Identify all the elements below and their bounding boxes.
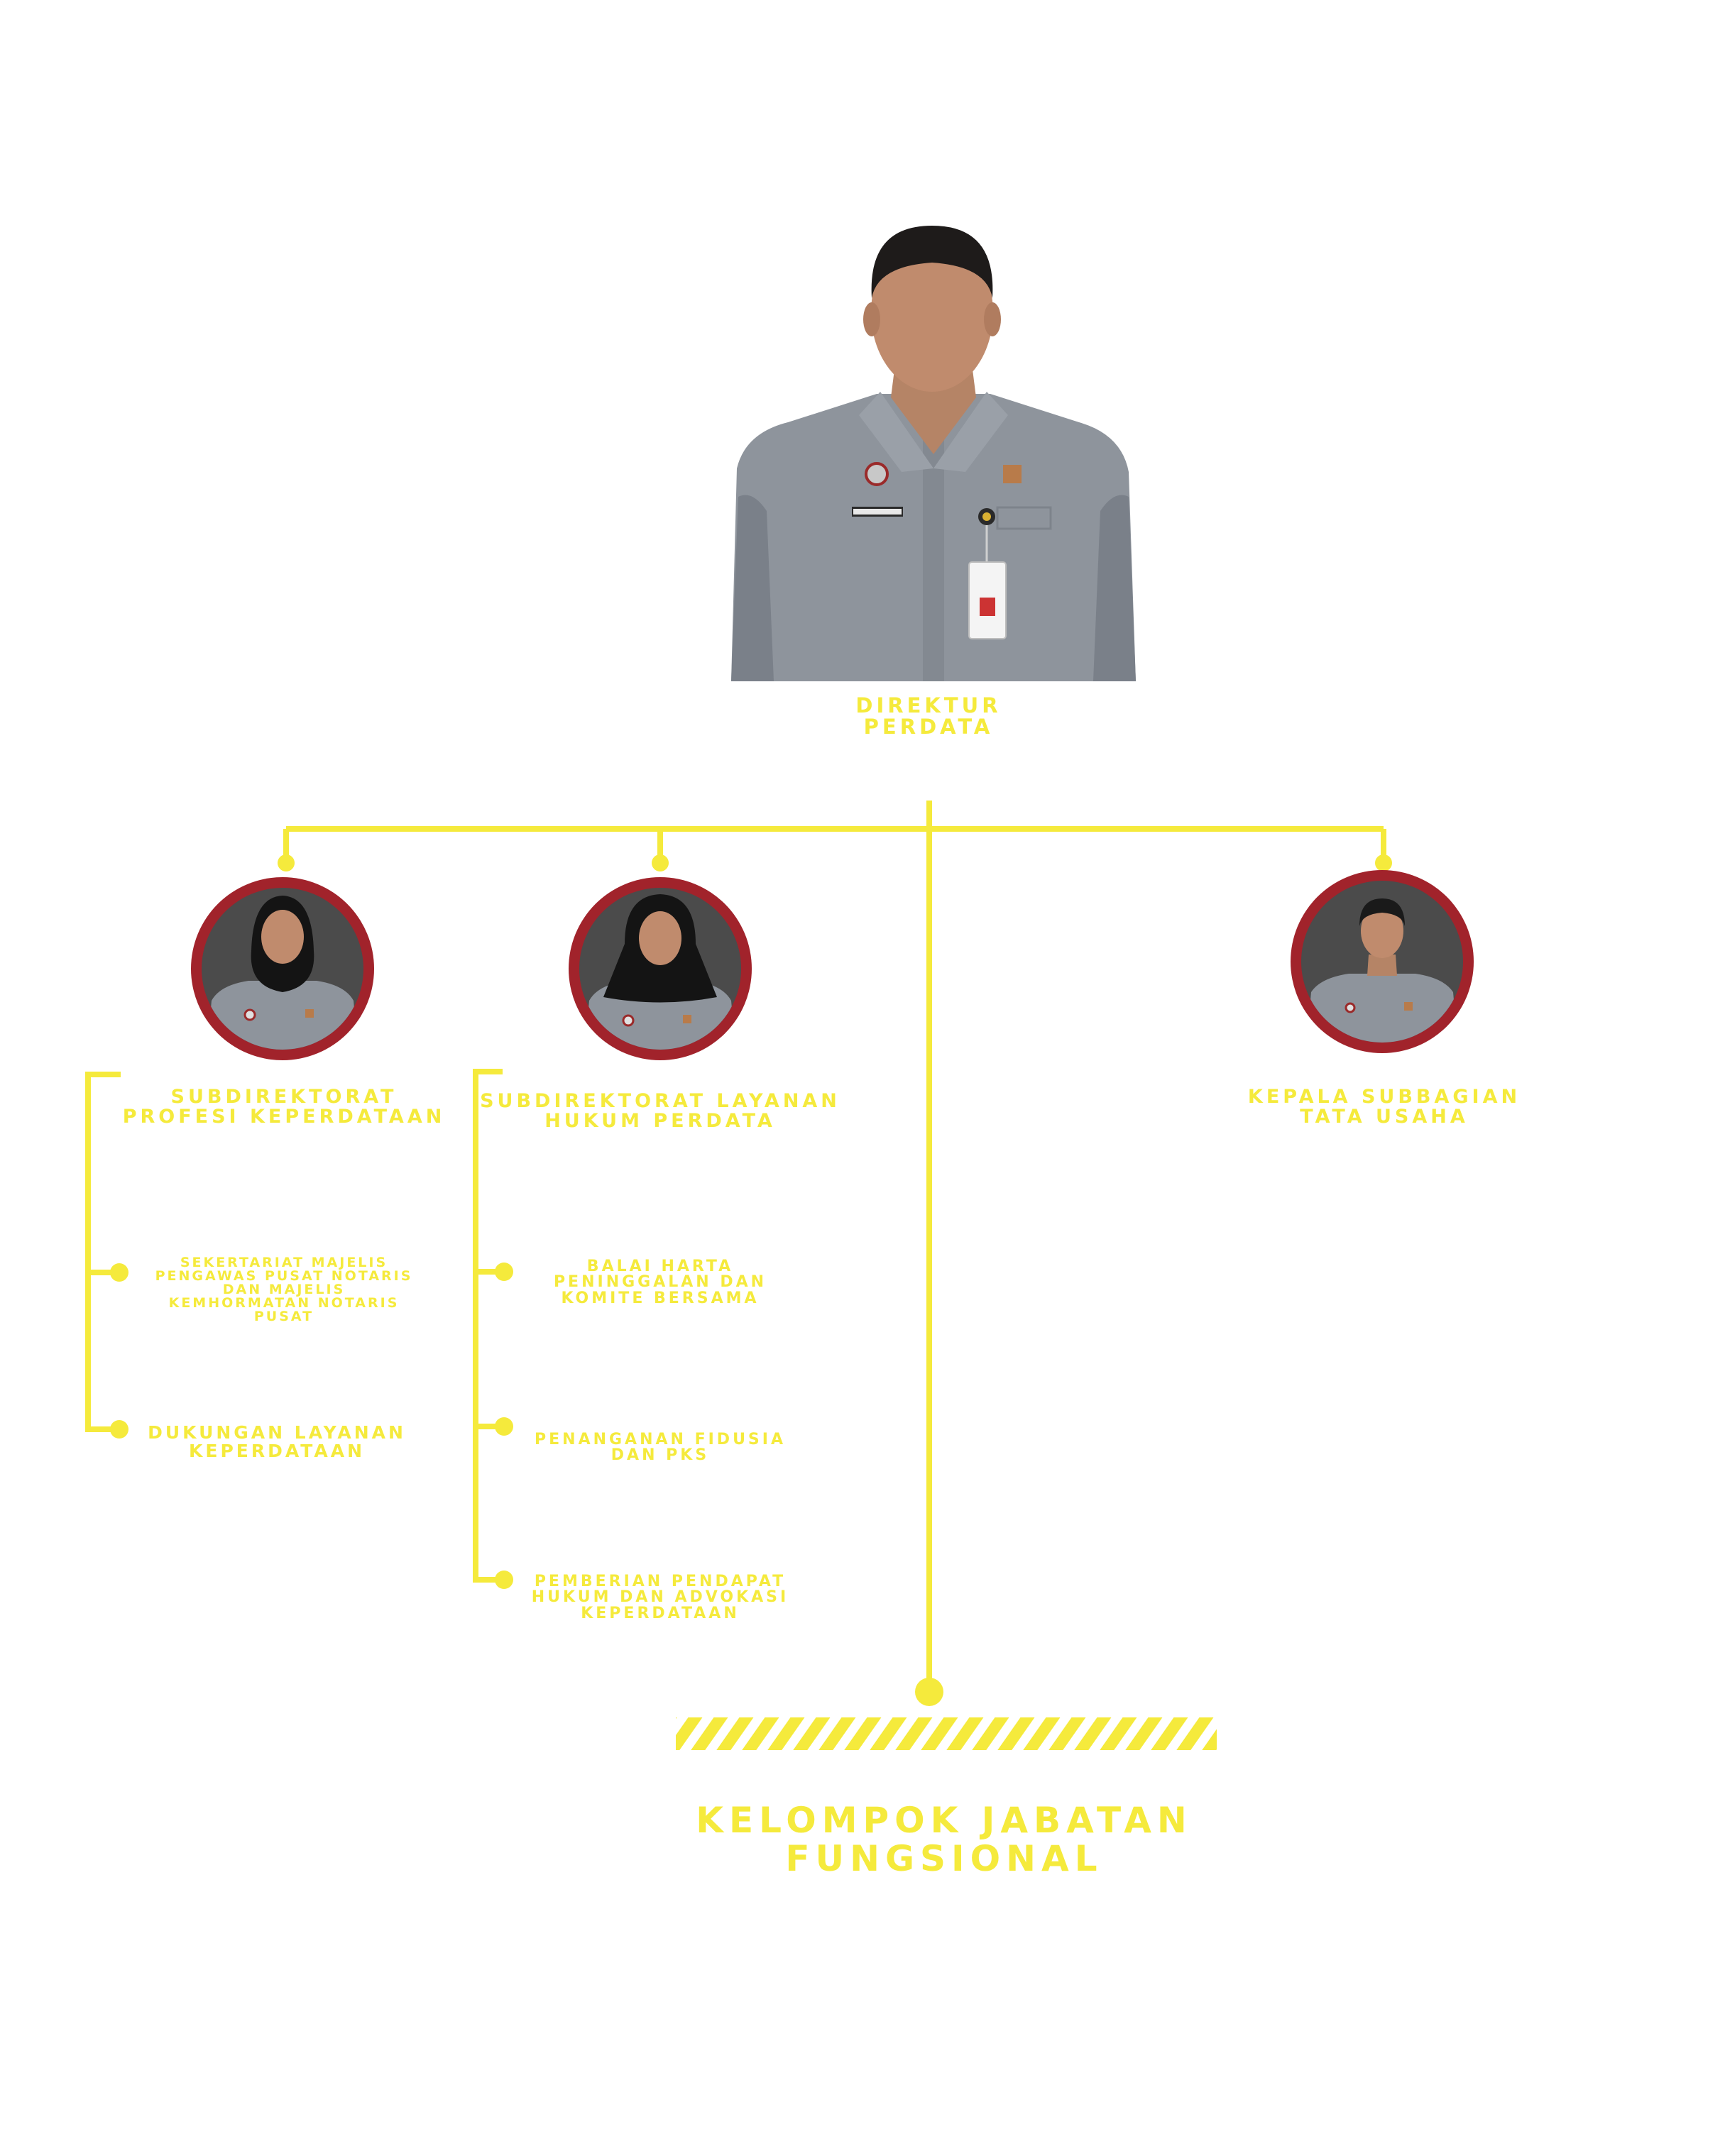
node-dot xyxy=(495,1417,513,1436)
hazard-stripe-bar xyxy=(676,1717,1217,1750)
item-pemberian-pendapat: PEMBERIAN PENDAPAT HUKUM DAN ADVOKASI KE… xyxy=(531,1573,789,1622)
functional-group-title: KELOMPOK JABATAN FUNGSIONAL xyxy=(696,1800,1193,1879)
subdirektorat-profesi-portrait xyxy=(191,877,374,1060)
node-dot xyxy=(110,1420,128,1439)
node-dot xyxy=(652,854,669,871)
item-penanganan-fidusia: PENANGANAN FIDUSIA DAN PKS xyxy=(535,1431,786,1465)
director-title: DIREKTUR PERDATA xyxy=(855,693,1002,739)
node-dot xyxy=(278,854,295,871)
unit-title-layanan: SUBDIREKTORAT LAYANAN HUKUM PERDATA xyxy=(480,1090,840,1132)
node-dot xyxy=(495,1263,513,1281)
node-dot xyxy=(1375,854,1392,871)
kepala-subbagian-portrait xyxy=(1291,870,1474,1053)
director-portrait xyxy=(731,226,1136,681)
trunk-end-dot xyxy=(915,1678,943,1706)
item-balai-harta: BALAI HARTA PENINGGALAN DAN KOMITE BERSA… xyxy=(553,1258,767,1307)
unit-title-tata-usaha: KEPALA SUBBAGIAN TATA USAHA xyxy=(1247,1086,1521,1128)
node-dot xyxy=(495,1571,513,1589)
item-sekretariat-majelis: SEKERTARIAT MAJELIS PENGAWAS PUSAT NOTAR… xyxy=(155,1255,413,1324)
bracket-mid xyxy=(473,1069,504,1583)
item-dukungan-layanan: DUKUNGAN LAYANAN KEPERDATAAN xyxy=(148,1422,406,1461)
bracket-left xyxy=(85,1072,121,1432)
subdirektorat-layanan-portrait xyxy=(569,877,752,1060)
unit-title-profesi: SUBDIREKTORAT PROFESI KEPERDATAAN xyxy=(122,1086,446,1128)
node-dot xyxy=(110,1263,128,1282)
